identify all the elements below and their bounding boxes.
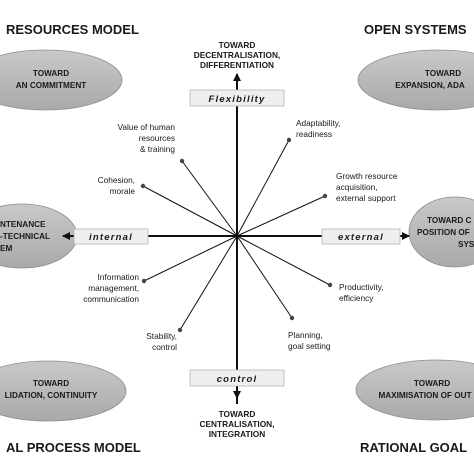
adaptability-line1: Adaptability,: [296, 118, 341, 128]
spoke-dot-information: [141, 278, 147, 284]
toward-bottom-line3: INTEGRATION: [209, 429, 266, 439]
spoke-information: [143, 235, 238, 282]
spoke-label-planning: Planning, goal setting: [288, 330, 331, 351]
spoke-growth: [236, 195, 326, 237]
oval-top-left-line1: TOWARD: [33, 69, 69, 78]
spoke-label-productivity: Productivity, efficiency: [339, 282, 384, 303]
spoke-label-information: Information management, communication: [83, 272, 139, 304]
oval-mid-right: TOWARD C POSITION OF SYS: [408, 196, 474, 268]
oval-bottom-left-line1: TOWARD: [33, 379, 69, 388]
toward-top-line2: DECENTRALISATION,: [194, 50, 281, 60]
cohesion-line1: Cohesion,: [98, 175, 135, 185]
oval-top-left-line2: AN COMMITMENT: [16, 81, 87, 90]
model-title-bottom-left: AL PROCESS MODEL: [6, 440, 141, 455]
spoke-label-adaptability: Adaptability, readiness: [296, 118, 341, 139]
productivity-line2: efficiency: [339, 293, 374, 303]
human-resources-line1: Value of human: [117, 122, 175, 132]
cohesion-line2: morale: [110, 186, 136, 196]
spoke-dot-planning: [289, 315, 295, 321]
oval-mid-left: NTENANCE -TECHNICAL EM: [0, 203, 78, 269]
oval-mid-left-line3: EM: [0, 244, 12, 253]
toward-bottom-line2: CENTRALISATION,: [200, 419, 275, 429]
model-title-top-left: RESOURCES MODEL: [6, 22, 139, 37]
toward-bottom-label: TOWARD CENTRALISATION, INTEGRATION: [200, 409, 275, 439]
axis-label-right-text: external: [338, 232, 384, 243]
axis-label-left-text: internal: [89, 232, 133, 243]
stability-line1: Stability,: [146, 331, 177, 341]
oval-mid-left-line1: NTENANCE: [0, 220, 46, 229]
human-resources-line3: & training: [140, 144, 175, 154]
planning-line2: goal setting: [288, 341, 331, 351]
growth-line3: external support: [336, 193, 396, 203]
spoke-dot-cohesion: [140, 183, 146, 189]
spoke-dot-human-resources: [179, 158, 185, 164]
stability-line2: control: [152, 342, 177, 352]
information-line1: Information: [97, 272, 139, 282]
growth-line1: Growth resource: [336, 171, 398, 181]
spoke-productivity: [236, 235, 331, 286]
toward-top-label: TOWARD DECENTRALISATION, DIFFERENTIATION: [194, 40, 281, 70]
spoke-label-cohesion: Cohesion, morale: [98, 175, 136, 196]
spoke-adaptability: [236, 139, 290, 237]
human-resources-line2: resources: [139, 133, 175, 143]
oval-top-right-line1: TOWARD: [425, 69, 461, 78]
axis-label-control: control: [189, 369, 285, 387]
oval-top-left: TOWARD AN COMMITMENT: [0, 49, 123, 111]
spoke-dot-productivity: [327, 282, 333, 288]
oval-bottom-right-line2: MAXIMISATION OF OUT: [378, 391, 471, 400]
spoke-label-stability: Stability, control: [146, 331, 177, 352]
axis-label-top-text: Flexibility: [208, 94, 265, 105]
spoke-dot-growth: [322, 193, 328, 199]
spoke-stability: [179, 235, 238, 331]
toward-bottom-line1: TOWARD: [219, 409, 256, 419]
oval-bottom-left-line2: LIDATION, CONTINUITY: [5, 391, 98, 400]
oval-mid-right-line1: TOWARD C: [427, 216, 472, 225]
spoke-dot-adaptability: [286, 137, 292, 143]
axis-label-internal: internal: [73, 228, 149, 245]
oval-bottom-right-line1: TOWARD: [414, 379, 450, 388]
axis-label-flexibility: Flexibility: [189, 89, 285, 107]
model-title-bottom-right: RATIONAL GOAL: [360, 440, 467, 455]
spoke-cohesion: [142, 185, 238, 237]
oval-mid-left-line2: -TECHNICAL: [0, 232, 50, 241]
toward-top-line1: TOWARD: [219, 40, 256, 50]
information-line2: management,: [88, 283, 139, 293]
growth-line2: acquisition,: [336, 182, 378, 192]
axis-label-bottom-text: control: [217, 374, 258, 385]
spoke-label-growth: Growth resource acquisition, external su…: [336, 171, 398, 203]
oval-bottom-right: TOWARD MAXIMISATION OF OUT: [355, 359, 474, 421]
spoke-dot-stability: [177, 327, 183, 333]
information-line3: communication: [83, 294, 139, 304]
toward-top-line3: DIFFERENTIATION: [200, 60, 274, 70]
planning-line1: Planning,: [288, 330, 323, 340]
spoke-human-resources: [181, 160, 238, 237]
oval-mid-right-line2: POSITION OF: [417, 228, 470, 237]
oval-bottom-left: TOWARD LIDATION, CONTINUITY: [0, 360, 127, 422]
oval-mid-right-line3: SYS: [458, 240, 474, 249]
model-title-top-right: OPEN SYSTEMS: [364, 22, 467, 37]
oval-top-right: TOWARD EXPANSION, ADA: [357, 49, 474, 111]
spoke-label-human-resources: Value of human resources & training: [117, 122, 175, 154]
axis-label-external: external: [321, 228, 401, 245]
productivity-line1: Productivity,: [339, 282, 384, 292]
adaptability-line2: readiness: [296, 129, 332, 139]
spoke-planning: [236, 235, 293, 319]
oval-top-right-line2: EXPANSION, ADA: [395, 81, 465, 90]
